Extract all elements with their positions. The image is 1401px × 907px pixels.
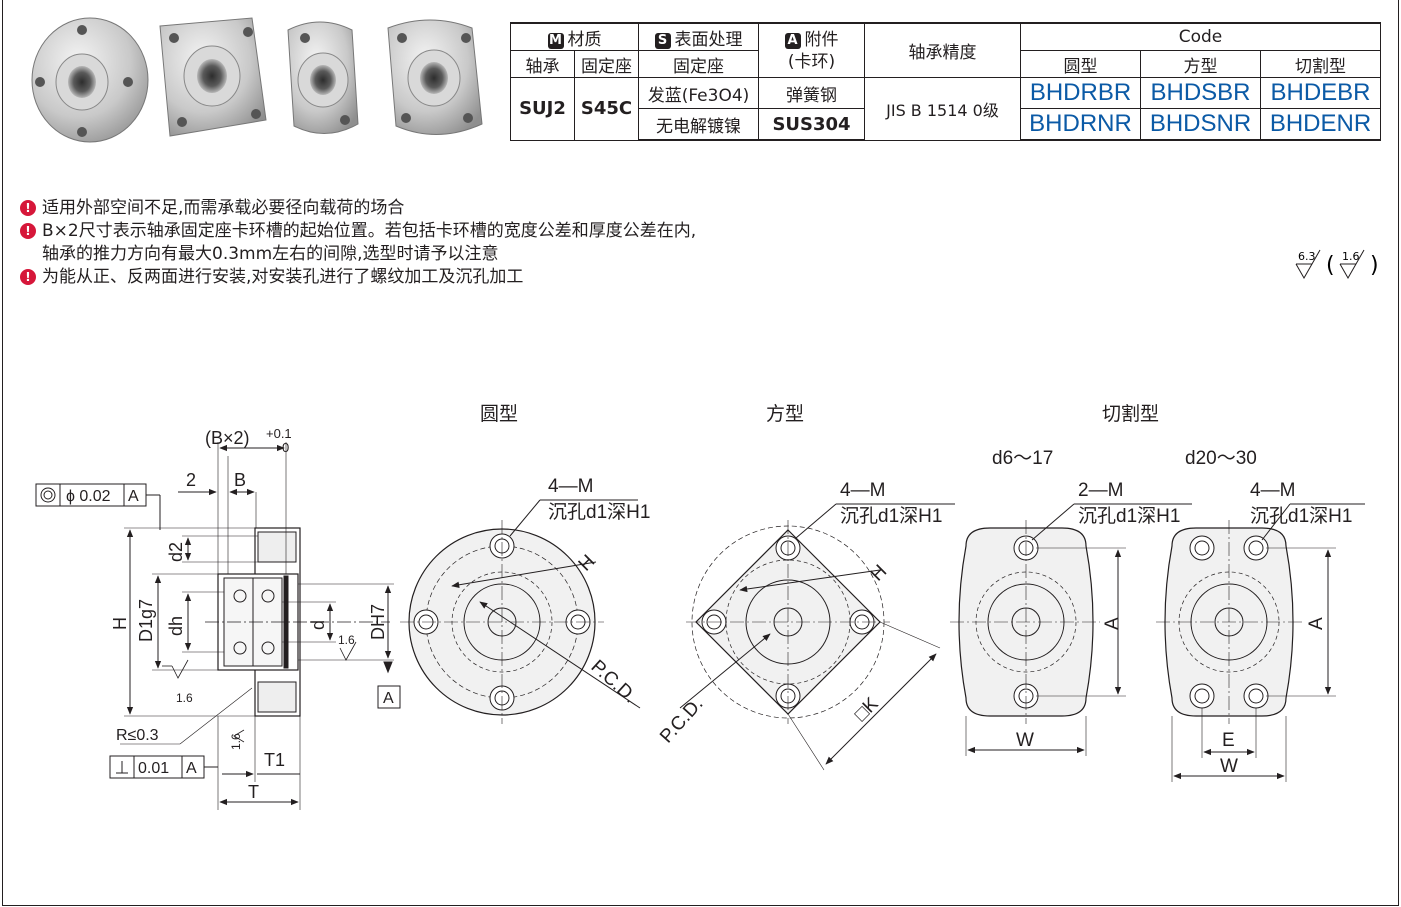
ring-spring-steel: 弹簧钢 (758, 77, 865, 109)
warning-icon: ! (20, 200, 36, 216)
paren-close: ) (1370, 253, 1379, 278)
note-item: !B×2尺寸表示轴承固定座卡环槽的起始位置。若包括卡环槽的宽度公差和厚度公差在内… (20, 220, 696, 243)
frame-left (2, 0, 3, 905)
label-square-k: □K (851, 693, 883, 725)
round-flange-view (400, 499, 641, 724)
label-t1: T1 (264, 750, 285, 770)
warning-icon: ! (20, 223, 36, 239)
label-tol-plus: +0.1 (266, 426, 292, 441)
label-d1: D1g7 (136, 599, 156, 642)
label-ra-1: 1.6 (176, 691, 193, 705)
label-ra-2: 1.6 (338, 633, 355, 647)
label-tol-zero: 0 (282, 440, 289, 455)
technical-drawing: 圆型 方型 切割型 d6～17 d20～30 (35, 403, 1365, 810)
surface-electroless-nickel: 无电解镀镍 (638, 108, 759, 141)
precision-value: JIS B 1514 0级 (864, 77, 1021, 141)
cut-flange-4hole-view (1156, 503, 1365, 782)
cut-range-large: d20～30 (1185, 448, 1257, 469)
code-cell[interactable]: BHDRNR (1020, 108, 1141, 141)
label-two: 2 (186, 470, 196, 490)
label-round-counterbore: 沉孔d1深H1 (548, 501, 650, 523)
label-cut2-w: W (1016, 730, 1034, 751)
note-item-continued: 轴承的推力方向有最大0.3mm左右的间隙,选型时请予以注意 (42, 244, 499, 264)
label-cut4-e: E (1222, 730, 1235, 751)
label-ra-3: 1.6 (229, 733, 243, 750)
label-cut4-a: A (1306, 617, 1327, 630)
label-concentricity: ϕ 0.02 (66, 488, 111, 505)
header-housing: 固定座 (574, 50, 639, 78)
paren-open: ( (1326, 253, 1335, 278)
title-square: 方型 (766, 403, 804, 425)
label-h: H (110, 617, 130, 630)
header-bearing: 轴承 (510, 50, 575, 78)
frame-right (1398, 0, 1399, 905)
label-b-times-two: (B×2) (205, 428, 250, 448)
label-cut4-holes: 4—M (1250, 480, 1295, 501)
warning-icon: ! (20, 269, 36, 285)
surface-roughness-symbol: 6.3 ( 1.6 ) (1295, 249, 1379, 280)
photo-cut-flange-2hole (287, 21, 359, 135)
surface-black-oxide: 发蓝(Fe3O4) (638, 77, 759, 109)
header-square: 方型 (1140, 50, 1261, 78)
label-square-counterbore: 沉孔d1深H1 (840, 505, 942, 527)
label-d2: d2 (166, 542, 186, 562)
header-housing-surface: 固定座 (638, 50, 759, 78)
header-cut: 切割型 (1260, 50, 1381, 78)
roughness-other-value: 1.6 (1342, 250, 1360, 263)
side-section-view (35, 442, 401, 810)
ring-sus304: SUS304 (758, 108, 865, 141)
frame-bottom (2, 905, 1399, 906)
cut-range-small: d6～17 (992, 448, 1053, 469)
label-square-h: H (867, 561, 892, 586)
notes-list: !适用外部空间不足,而需承载必要径向载荷的场合 !B×2尺寸表示轴承固定座卡环槽… (20, 197, 696, 289)
label-round-pcd: P.C.D. (587, 656, 641, 707)
label-square-holes: 4—M (840, 480, 885, 501)
label-cut4-w: W (1220, 756, 1238, 777)
photo-round-flange (31, 17, 149, 143)
code-cell[interactable]: BHDRBR (1020, 77, 1141, 109)
cut-flange-2hole-view (950, 503, 1192, 756)
label-radius: R≤0.3 (116, 727, 159, 744)
label-dh: dh (166, 616, 186, 636)
code-cell[interactable]: BHDSNR (1140, 108, 1261, 141)
square-flange-view (679, 503, 955, 771)
note-item: !为能从正、反两面进行安装,对安装孔进行了螺纹加工及沉孔加工 (20, 266, 696, 289)
photo-square-flange (159, 17, 267, 137)
label-cut4-counterbore: 沉孔d1深H1 (1250, 505, 1352, 527)
label-t: T (248, 782, 259, 802)
label-cut2-a: A (1102, 617, 1123, 630)
label-datum-a: A (383, 690, 394, 707)
header-round: 圆型 (1020, 50, 1141, 78)
code-cell[interactable]: BHDENR (1260, 108, 1381, 141)
code-cell[interactable]: BHDSBR (1140, 77, 1261, 109)
label-round-holes: 4—M (548, 476, 593, 497)
label-datum-perp: A (186, 760, 197, 777)
label-dh7: DH7 (368, 604, 388, 640)
product-photos (31, 17, 483, 143)
bearing-material: SUJ2 (510, 77, 575, 141)
header-precision: 轴承精度 (864, 22, 1021, 78)
housing-material: S45C (574, 77, 639, 141)
title-round: 圆型 (480, 403, 518, 425)
code-cell[interactable]: BHDEBR (1260, 77, 1381, 109)
label-cut2-holes: 2—M (1078, 480, 1123, 501)
header-code: Code (1020, 22, 1381, 51)
title-cut: 切割型 (1102, 403, 1159, 425)
label-d: d (308, 620, 328, 630)
label-square-pcd: P.C.D. (656, 694, 707, 748)
roughness-main-value: 6.3 (1298, 250, 1316, 263)
note-item: !适用外部空间不足,而需承载必要径向载荷的场合 (20, 197, 696, 220)
label-b: B (234, 470, 246, 490)
label-datum-conc: A (128, 488, 139, 505)
label-perpendicularity: 0.01 (138, 760, 169, 777)
photo-cut-flange-4hole (387, 19, 483, 135)
label-cut2-counterbore: 沉孔d1深H1 (1078, 505, 1180, 527)
